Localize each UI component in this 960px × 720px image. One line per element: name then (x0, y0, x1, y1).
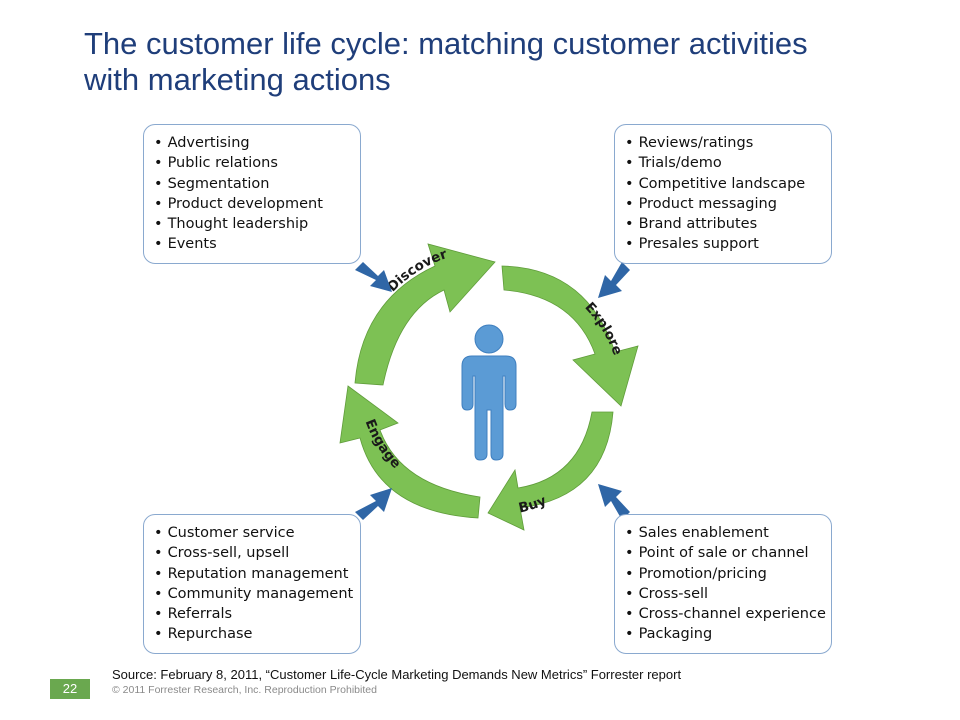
discover-actions-box: Advertising Public relations Segmentatio… (143, 124, 361, 264)
cycle-arrows (339, 243, 639, 531)
list-item: Advertising (154, 133, 350, 153)
explore-actions-list: Reviews/ratings Trials/demo Competitive … (625, 133, 821, 255)
buy-actions-list: Sales enablement Point of sale or channe… (625, 523, 826, 645)
list-item: Repurchase (154, 624, 350, 644)
list-item: Cross-sell (625, 584, 821, 604)
list-item: Customer service (154, 523, 350, 543)
list-item: Competitive landscape (625, 174, 821, 194)
list-item: Reviews/ratings (625, 133, 821, 153)
list-item: Sales enablement (625, 523, 821, 543)
engage-arrow (339, 385, 481, 519)
arrow-pointer-icon-engage (355, 488, 392, 520)
list-item: Thought leadership (154, 214, 350, 234)
buy-actions-box: Sales enablement Point of sale or channe… (614, 514, 832, 654)
list-item: Events (154, 234, 350, 254)
list-item: Trials/demo (625, 153, 821, 173)
list-item: Reputation management (154, 564, 350, 584)
list-item: Packaging (625, 624, 821, 644)
list-item: Point of sale or channel (625, 543, 821, 563)
engage-actions-list: Customer service Cross-sell, upsell Repu… (154, 523, 354, 645)
engage-actions-box: Customer service Cross-sell, upsell Repu… (143, 514, 361, 654)
list-item: Promotion/pricing (625, 564, 821, 584)
discover-arrow (354, 243, 496, 386)
list-item: Referrals (154, 604, 350, 624)
pointer-arrows (355, 262, 630, 520)
discover-actions-list: Advertising Public relations Segmentatio… (154, 133, 350, 255)
arrow-pointer-icon-buy (598, 484, 630, 520)
source-note: Source: February 8, 2011, “Customer Life… (112, 667, 682, 682)
list-item: Brand attributes (625, 214, 821, 234)
list-item: Presales support (625, 234, 821, 254)
list-item: Product development (154, 194, 350, 214)
list-item: Cross-channel experience (625, 604, 826, 624)
list-item: Product messaging (625, 194, 821, 214)
title-line-2: with marketing actions (84, 62, 391, 97)
copyright-note: © 2011 Forrester Research, Inc. Reproduc… (112, 684, 377, 696)
buy-arrow (487, 411, 614, 531)
list-item: Community management (154, 584, 354, 604)
page-title: The customer life cycle: matching custom… (84, 26, 944, 98)
list-item: Cross-sell, upsell (154, 543, 350, 563)
person-icon (461, 324, 517, 461)
explore-arrow (501, 265, 639, 407)
title-line-1: The customer life cycle: matching custom… (84, 26, 808, 61)
page-number-badge: 22 (50, 679, 90, 699)
arrow-pointer-icon-discover (355, 262, 392, 292)
list-item: Public relations (154, 153, 350, 173)
explore-actions-box: Reviews/ratings Trials/demo Competitive … (614, 124, 832, 264)
arrow-pointer-icon-explore (598, 262, 630, 298)
list-item: Segmentation (154, 174, 350, 194)
